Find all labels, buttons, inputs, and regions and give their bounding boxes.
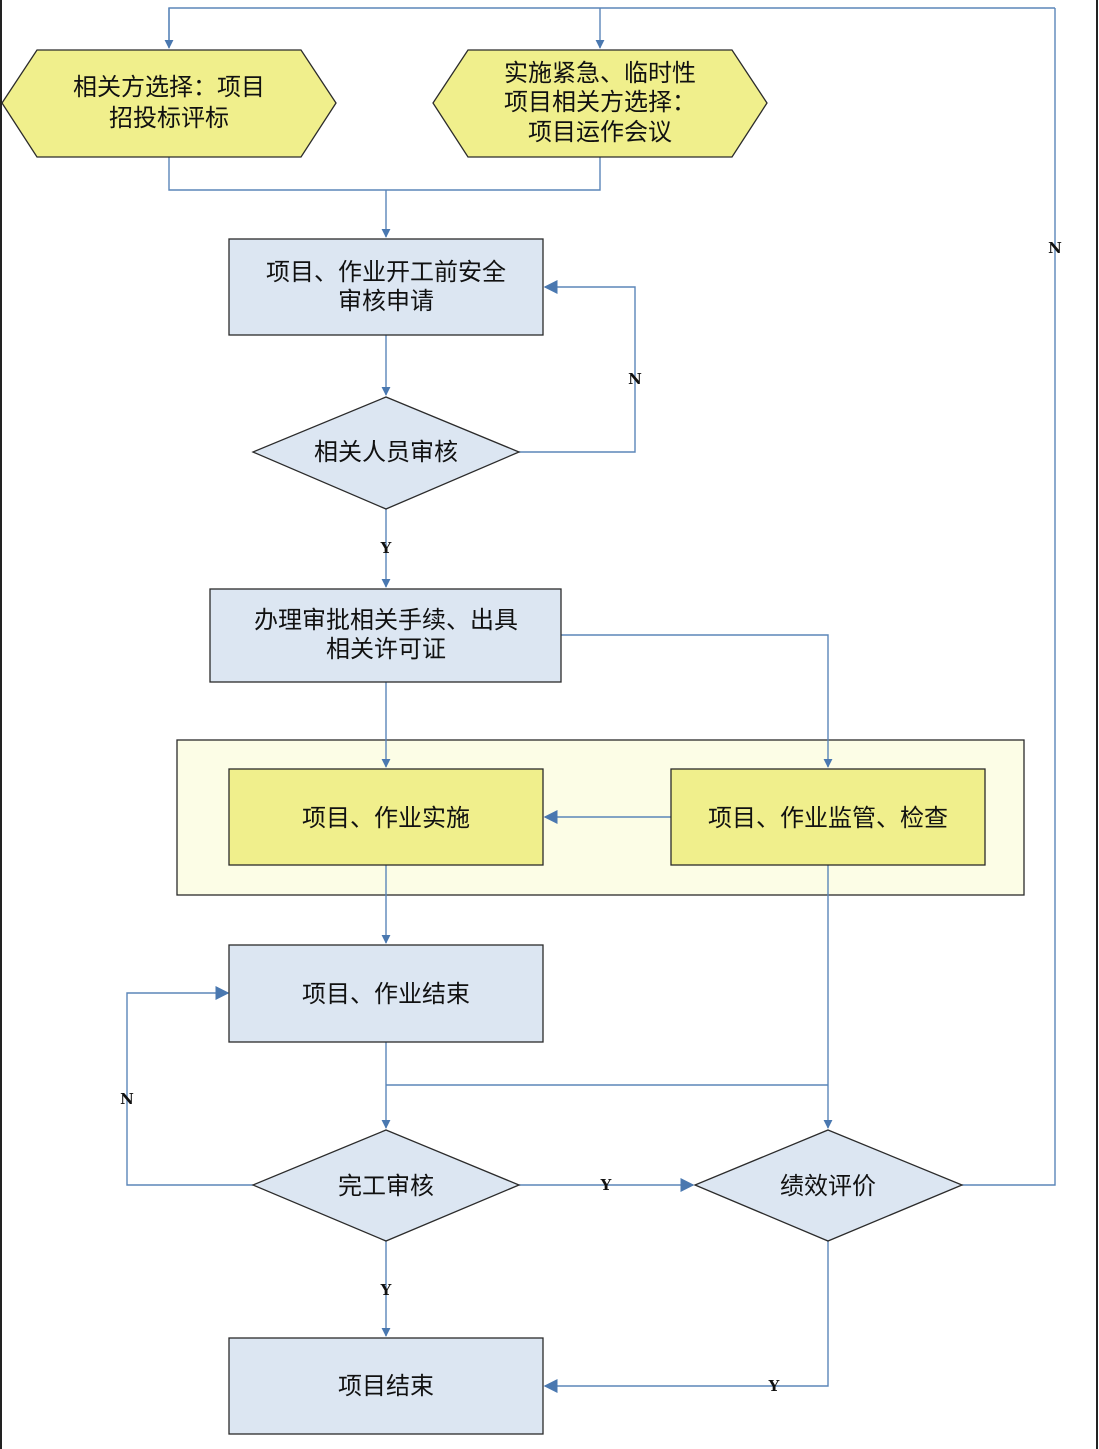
completion-no-label: N xyxy=(120,1090,134,1108)
eval-yes-label: Y xyxy=(768,1377,780,1395)
safety-apply-node: 项目、作业开工前安全 审核申请 xyxy=(228,238,544,336)
bidding-node: 相关方选择：项目 招投标评标 xyxy=(1,49,337,158)
emergency-line-2: 项目相关方选择： xyxy=(504,88,696,116)
approval-line-1: 办理审批相关手续、出具 xyxy=(254,606,518,634)
performance-eval-label: 绩效评价 xyxy=(780,1172,876,1200)
bidding-line-1: 相关方选择：项目 xyxy=(73,73,265,101)
eval-no-loop xyxy=(962,8,1056,1186)
staff-review-node: 相关人员审核 xyxy=(251,396,521,510)
implement-label: 项目、作业实施 xyxy=(302,804,470,832)
project-end-node: 项目结束 xyxy=(228,1337,544,1435)
completion-no-loop xyxy=(126,986,253,1186)
supervise-label: 项目、作业监管、检查 xyxy=(708,804,948,832)
approval-node: 办理审批相关手续、出具 相关许可证 xyxy=(209,588,562,683)
bidding-line-2: 招投标评标 xyxy=(109,104,229,132)
completion-review-label: 完工审核 xyxy=(338,1172,434,1200)
safety-apply-line-2: 审核申请 xyxy=(338,287,434,315)
emergency-node: 实施紧急、临时性 项目相关方选择： 项目运作会议 xyxy=(432,49,768,158)
staff-review-no-label: N xyxy=(628,370,642,388)
supervise-node: 项目、作业监管、检查 xyxy=(670,768,986,866)
completion-review-node: 完工审核 xyxy=(251,1129,521,1242)
completion-to-end-yes-label: Y xyxy=(380,1281,392,1299)
completion-yes-label: Y xyxy=(600,1176,612,1194)
emergency-line-3: 项目运作会议 xyxy=(528,118,672,146)
arrow-to-supervise xyxy=(561,634,833,768)
eval-no-label: N xyxy=(1048,239,1062,257)
work-end-node: 项目、作业结束 xyxy=(228,944,544,1043)
feedback-line-top xyxy=(168,7,1055,46)
staff-review-label: 相关人员审核 xyxy=(314,438,458,466)
emergency-line-1: 实施紧急、临时性 xyxy=(504,59,696,87)
implement-node: 项目、作业实施 xyxy=(228,768,544,866)
eval-to-project-end xyxy=(543,1241,829,1393)
project-end-label: 项目结束 xyxy=(338,1372,434,1400)
work-end-label: 项目、作业结束 xyxy=(302,980,470,1008)
approval-line-2: 相关许可证 xyxy=(326,635,446,663)
performance-eval-node: 绩效评价 xyxy=(693,1129,964,1242)
staff-review-yes-label: Y xyxy=(380,539,392,557)
bidding-down xyxy=(168,157,386,191)
staff-review-no-loop xyxy=(519,280,636,453)
emergency-down xyxy=(386,157,601,191)
safety-apply-line-1: 项目、作业开工前安全 xyxy=(266,258,506,286)
